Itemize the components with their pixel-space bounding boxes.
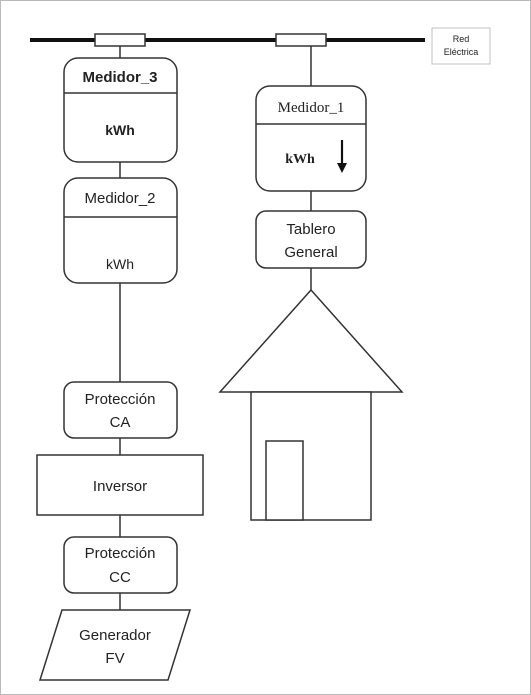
proteccion-ca-line2: CA xyxy=(110,414,131,431)
medidor-2-box: Medidor_2 kWh xyxy=(63,177,178,284)
medidor-1-title: Medidor_1 xyxy=(278,100,345,116)
proteccion-cc-box: Protección CC xyxy=(63,536,178,594)
generador-line2: FV xyxy=(105,650,124,667)
inversor-label: Inversor xyxy=(93,478,147,495)
medidor-3-box: Medidor_3 kWh xyxy=(63,57,178,163)
medidor-1-unit: kWh xyxy=(285,152,315,167)
tablero-line1: Tablero xyxy=(286,221,335,238)
arrow-down-icon xyxy=(337,140,347,173)
house-icon xyxy=(218,288,404,521)
medidor-1-box: Medidor_1 kWh xyxy=(255,85,367,192)
bus-connector-left xyxy=(94,33,146,47)
grid-label-box xyxy=(431,27,491,65)
generador-line1: Generador xyxy=(79,627,151,644)
inversor-box: Inversor xyxy=(36,454,204,516)
bus-connector-right xyxy=(275,33,327,47)
house-door xyxy=(265,440,304,521)
medidor-2-unit: kWh xyxy=(106,256,134,272)
proteccion-ca-line1: Protección xyxy=(85,391,156,408)
generador-fv-shape: Generador FV xyxy=(38,609,192,681)
house-roof xyxy=(218,288,404,393)
grid-label-line2: Eléctrica xyxy=(444,47,479,57)
proteccion-cc-line1: Protección xyxy=(85,545,156,562)
grid-label-line1: Red xyxy=(453,34,470,44)
medidor-2-title: Medidor_2 xyxy=(85,190,156,207)
proteccion-cc-line2: CC xyxy=(109,569,131,586)
proteccion-ca-box: Protección CA xyxy=(63,381,178,439)
medidor-3-unit: kWh xyxy=(105,122,135,138)
medidor-3-title: Medidor_3 xyxy=(82,69,157,86)
tablero-line2: General xyxy=(284,244,337,261)
tablero-general-box: Tablero General xyxy=(255,210,367,269)
